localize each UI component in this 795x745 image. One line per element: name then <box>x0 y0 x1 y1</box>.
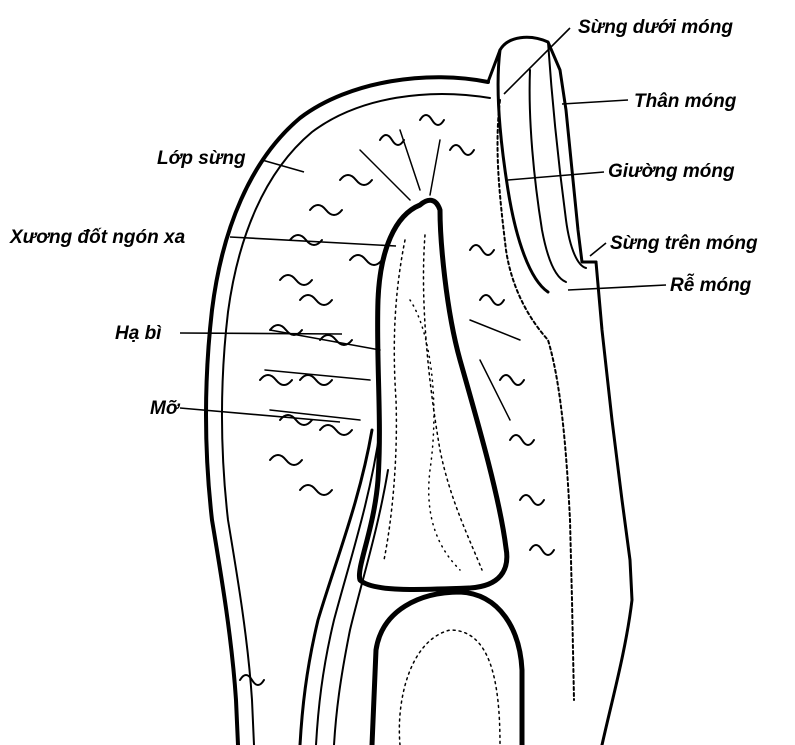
label-than-mong: Thân móng <box>634 91 737 112</box>
label-lop-sung: Lớp sừng <box>157 148 246 169</box>
label-re-mong: Rễ móng <box>670 274 752 296</box>
label-mo: Mỡ <box>150 398 181 419</box>
distal-phalanx-bone <box>359 200 506 589</box>
label-sung-tren-mong: Sừng trên móng <box>610 233 758 254</box>
fat-lobules <box>240 115 554 685</box>
label-ha-bi: Hạ bì <box>115 323 162 344</box>
leader-lines <box>180 28 666 422</box>
label-giuong-mong: Giường móng <box>608 161 735 182</box>
skin-outline <box>206 37 632 745</box>
label-xuong-dot-ngon-xa: Xương đốt ngón xa <box>9 227 186 248</box>
label-sung-duoi-mong: Sừng dưới móng <box>578 17 733 38</box>
middle-phalanx-head <box>372 592 522 745</box>
